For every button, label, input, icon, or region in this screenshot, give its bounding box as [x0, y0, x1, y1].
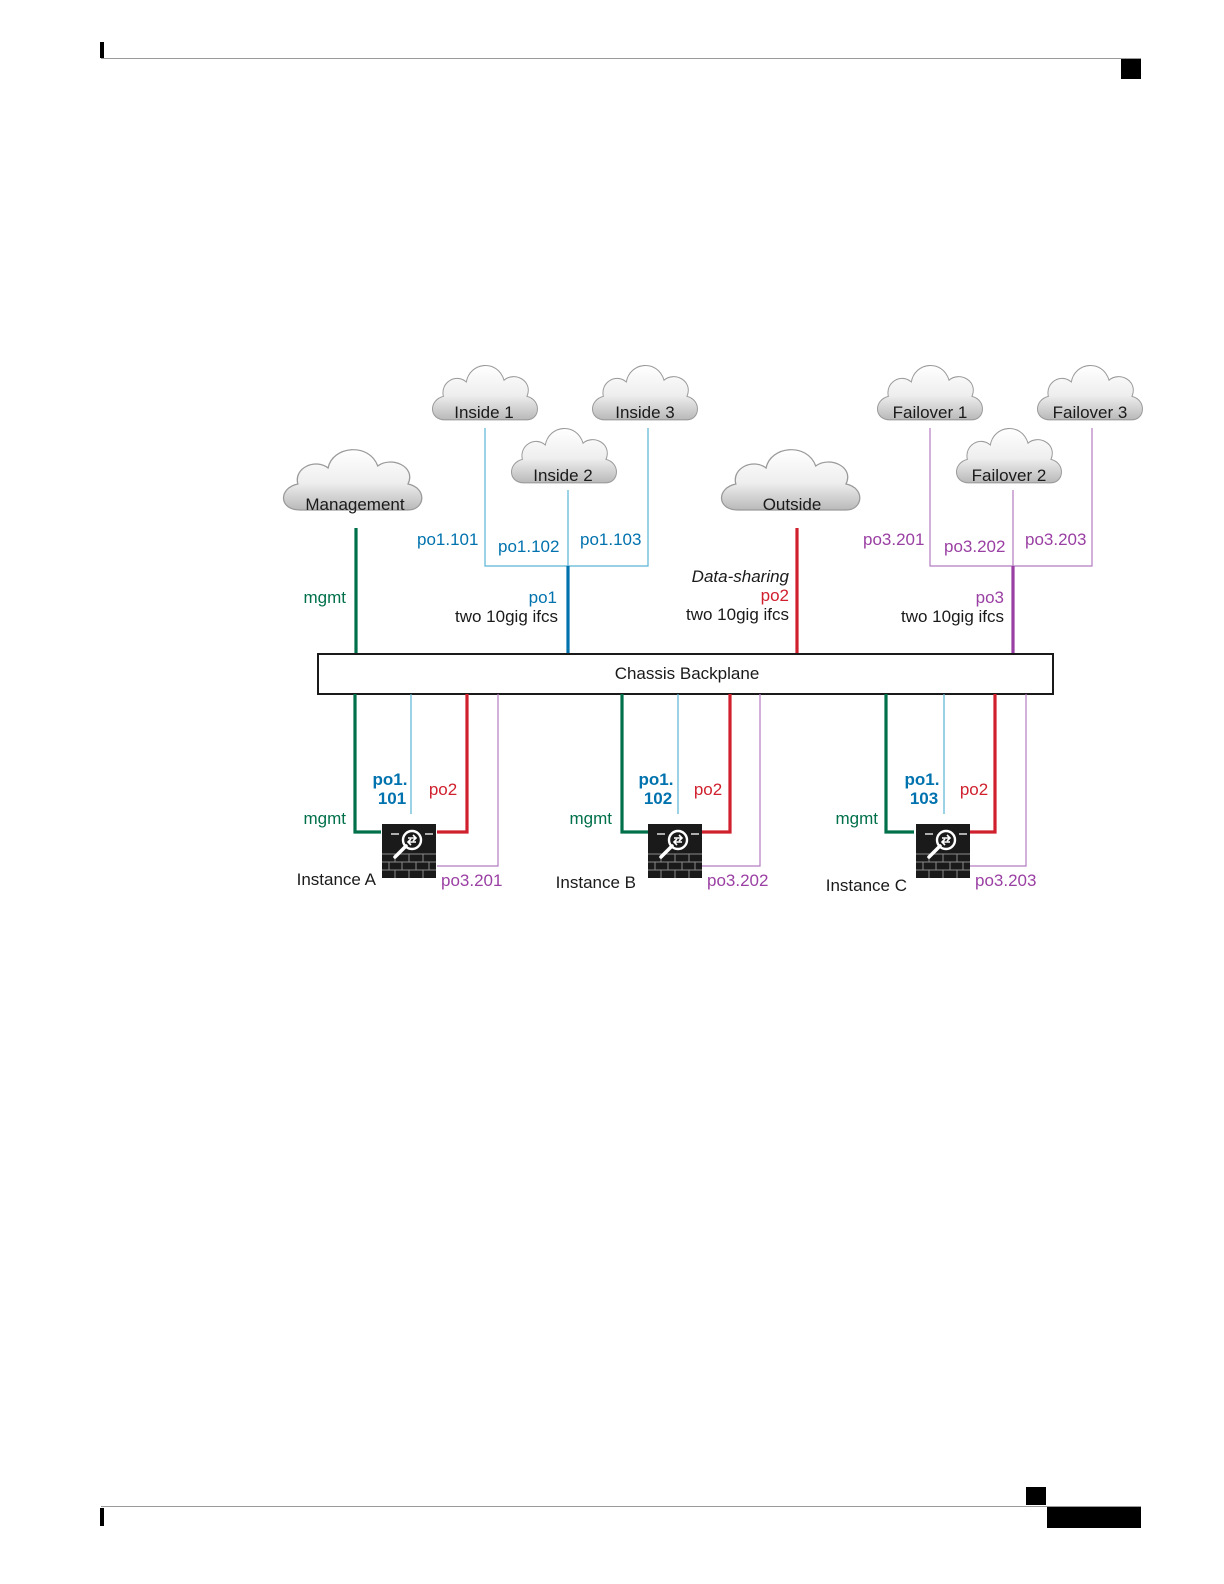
- cloud-label-inside-3: Inside 3: [615, 403, 675, 422]
- failover-bracket-lines: [929, 428, 1093, 567]
- firewall-icon: [914, 822, 972, 880]
- footer-margin-mark: [100, 1508, 104, 1526]
- instance-c-po1-b: 103: [910, 789, 938, 808]
- chassis-backplane-label: Chassis Backplane: [615, 664, 760, 683]
- chassis-backplane: [317, 653, 1054, 695]
- header-margin-mark: [100, 42, 104, 58]
- label-po1-ifcs: two 10gig ifcs: [455, 607, 558, 626]
- instance-b-label: Instance B: [556, 873, 636, 892]
- label-data-sharing: Data-sharing: [692, 567, 790, 586]
- label-po1-103: po1.103: [580, 530, 641, 549]
- instance-c-po3: po3.203: [975, 871, 1036, 890]
- instance-b: mgmt po1. 102 po2 po3.202 Instance B: [556, 694, 768, 892]
- cloud-label-failover-3: Failover 3: [1053, 403, 1128, 422]
- instance-b-po1-a: po1.: [639, 770, 674, 789]
- instance-b-po1-b: 102: [644, 789, 672, 808]
- instance-c-po2: po2: [960, 780, 988, 799]
- footer-rule: [101, 1506, 1141, 1507]
- label-po1: po1: [529, 588, 557, 607]
- instance-b-po3: po3.202: [707, 871, 768, 890]
- label-po3-202: po3.202: [944, 537, 1005, 556]
- firewall-icon: [380, 822, 438, 880]
- instance-c-po1-a: po1.: [905, 770, 940, 789]
- cloud-label-inside-2: Inside 2: [533, 466, 593, 485]
- label-po2: po2: [761, 586, 789, 605]
- footer-page-tab: [1047, 1507, 1141, 1528]
- instance-c: mgmt po1. 103 po2 po3.203 Instance C: [826, 694, 1036, 895]
- cloud-label-failover-1: Failover 1: [893, 403, 968, 422]
- header-corner-mark: [1121, 59, 1141, 79]
- instance-a-mgmt: mgmt: [304, 809, 347, 828]
- label-mgmt-top: mgmt: [304, 588, 347, 607]
- header-rule: [101, 58, 1141, 59]
- instance-a: mgmt po1. 101 po2 po3.201 Instance A: [297, 694, 502, 890]
- cloud-label-inside-1: Inside 1: [454, 403, 514, 422]
- instance-b-mgmt: mgmt: [570, 809, 613, 828]
- label-po3-201: po3.201: [863, 530, 924, 549]
- instance-b-po2: po2: [694, 780, 722, 799]
- label-po3-203: po3.203: [1025, 530, 1086, 549]
- instance-c-label: Instance C: [826, 876, 907, 895]
- instance-a-label: Instance A: [297, 870, 377, 889]
- label-po1-102: po1.102: [498, 537, 559, 556]
- cloud-label-outside: Outside: [763, 495, 822, 514]
- footer-corner-mark: [1026, 1487, 1046, 1505]
- cloud-label-failover-2: Failover 2: [972, 466, 1047, 485]
- instance-a-po1-a: po1.: [373, 770, 408, 789]
- instance-c-mgmt: mgmt: [836, 809, 879, 828]
- label-po2-ifcs: two 10gig ifcs: [686, 605, 789, 624]
- firewall-icon: [646, 822, 704, 880]
- label-po3: po3: [976, 588, 1004, 607]
- label-po3-ifcs: two 10gig ifcs: [901, 607, 1004, 626]
- label-po1-101: po1.101: [417, 530, 478, 549]
- instance-a-po3: po3.201: [441, 871, 502, 890]
- instance-a-po2: po2: [429, 780, 457, 799]
- cloud-label-management: Management: [305, 495, 405, 514]
- instance-a-po1-b: 101: [378, 789, 406, 808]
